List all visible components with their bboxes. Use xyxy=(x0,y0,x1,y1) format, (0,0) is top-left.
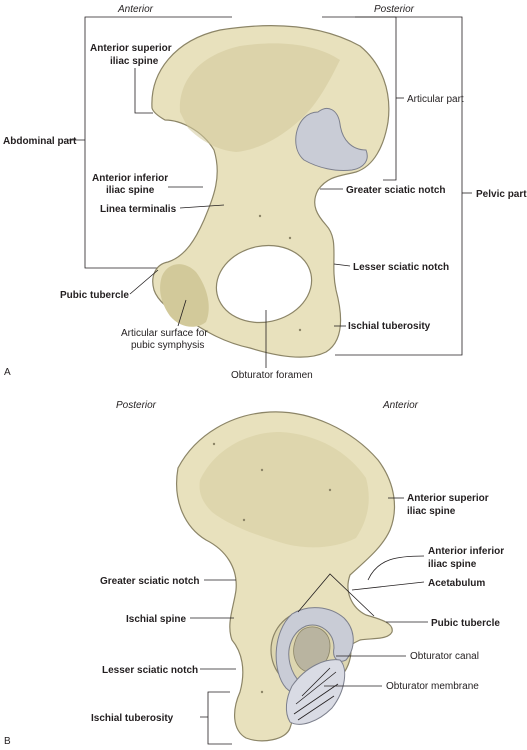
leader-a-articular-surface xyxy=(177,299,187,327)
label-a-aiis-line2: iliac spine xyxy=(106,185,155,196)
label-b-lesser-sciatic-notch: Lesser sciatic notch xyxy=(102,665,198,676)
nutrient-dot-b3 xyxy=(328,488,332,492)
nutrient-dot-a2 xyxy=(258,214,262,218)
symphysis-surface-a xyxy=(160,264,209,327)
leader-b-acetabulum xyxy=(297,573,425,617)
obturator-membrane-b xyxy=(285,659,346,725)
label-b-obturator-membrane: Obturator membrane xyxy=(386,681,479,692)
label-b-ischial-spine: Ischial spine xyxy=(126,614,186,625)
label-b-pubic-tubercle: Pubic tubercle xyxy=(431,618,500,629)
membrane-fibres-b xyxy=(293,667,339,721)
label-a-greater-sciatic-notch: Greater sciatic notch xyxy=(346,185,445,196)
label-b-asis-line2: iliac spine xyxy=(407,506,456,517)
leader-a-lesser-sciatic-notch xyxy=(333,263,351,267)
obturator-foramen-a xyxy=(215,244,313,324)
nutrient-dot-a1 xyxy=(288,236,292,240)
gluteal-surface-shading-b xyxy=(199,432,369,548)
panel-a-posterior-heading: Posterior xyxy=(374,4,415,15)
iliac-fossa-shading-a xyxy=(179,43,340,152)
leader-b-ischial-tuberosity xyxy=(200,691,232,745)
label-b-aiis-line2: iliac spine xyxy=(428,559,477,570)
label-b-asis-line1: Anterior superior xyxy=(407,493,489,504)
label-a-asis-line1: Anterior superior xyxy=(90,43,172,54)
label-b-greater-sciatic-notch: Greater sciatic notch xyxy=(100,576,199,587)
label-a-lesser-sciatic-notch: Lesser sciatic notch xyxy=(353,262,449,273)
leader-b-aiis xyxy=(367,555,425,581)
label-a-aiis-line1: Anterior inferior xyxy=(92,173,168,184)
leader-a-pubic-tubercle xyxy=(129,269,159,295)
nutrient-dot-a3 xyxy=(298,328,302,332)
label-a-obturator-foramen: Obturator foramen xyxy=(231,370,313,381)
panel-a: Anterior Posterior Anterior superior ili… xyxy=(3,4,527,381)
nutrient-dot-b1 xyxy=(212,442,216,446)
label-a-articular-surface-line2: pubic symphysis xyxy=(131,340,204,351)
label-a-ischial-tuberosity: Ischial tuberosity xyxy=(348,321,431,332)
nutrient-dot-b4 xyxy=(242,518,246,522)
nutrient-dot-b5 xyxy=(260,690,264,694)
lunate-surface-b xyxy=(275,607,354,698)
label-a-pelvic-part: Pelvic part xyxy=(476,189,527,200)
label-b-obturator-canal: Obturator canal xyxy=(410,651,479,662)
label-b-acetabulum: Acetabulum xyxy=(428,578,485,589)
auricular-surface-a xyxy=(295,108,368,171)
abdominal-part-bracket xyxy=(84,16,232,269)
hip-bone-medial-view xyxy=(151,25,390,358)
label-a-articular-surface-line1: Articular surface for xyxy=(121,328,208,339)
articular-part-bracket xyxy=(355,16,397,181)
panel-a-anterior-heading: Anterior xyxy=(117,4,154,15)
panel-a-letter: A xyxy=(4,367,11,378)
label-a-abdominal-part: Abdominal part xyxy=(3,136,77,147)
label-b-aiis-line1: Anterior inferior xyxy=(428,546,504,557)
label-a-articular-part: Articular part xyxy=(407,94,464,105)
nutrient-dot-b2 xyxy=(260,468,264,472)
label-a-pubic-tubercle: Pubic tubercle xyxy=(60,290,129,301)
panel-b-posterior-heading: Posterior xyxy=(116,400,157,411)
label-b-ischial-tuberosity: Ischial tuberosity xyxy=(91,713,174,724)
panel-b-letter: B xyxy=(4,736,11,747)
label-a-asis-line2: iliac spine xyxy=(110,56,159,67)
leader-a-linea-terminalis xyxy=(179,204,225,209)
panel-b-anterior-heading: Anterior xyxy=(382,400,419,411)
panel-b: Posterior Anterior Anterior superior ili… xyxy=(4,400,504,747)
label-a-linea-terminalis: Linea terminalis xyxy=(100,204,177,215)
leader-a-asis xyxy=(134,68,153,114)
hip-bone-lateral-view xyxy=(176,411,396,742)
